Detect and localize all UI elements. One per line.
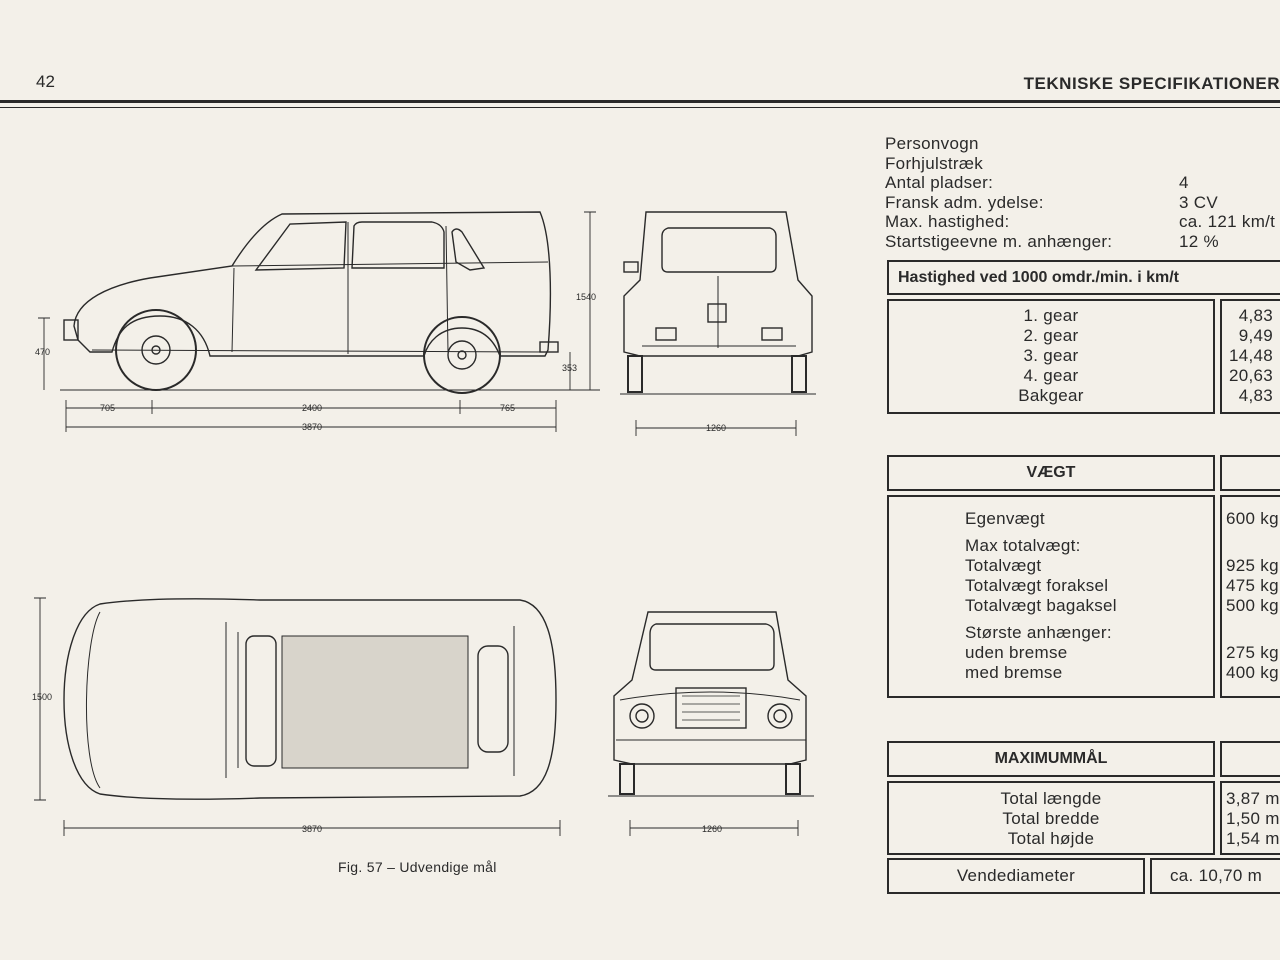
turning-value-box: ca. 10,70 m [1150, 858, 1280, 894]
dims-label: Total højde [1007, 829, 1095, 848]
spec-label: Fransk adm. ydelse: [885, 192, 1044, 212]
weight-label: uden bremse [965, 643, 1068, 662]
vehicle-drawings: 1540 470 353 705 2400 765 3870 1260 1500… [32, 211, 816, 836]
speed-value: 9,49 [1238, 326, 1273, 345]
spec-list: Personvogn Forhjulstræk Antal pladser:4 … [885, 134, 1275, 252]
weight-value: 500 kg [1226, 596, 1279, 615]
weight-value: 400 kg [1226, 663, 1279, 682]
weight-table-header: VÆGT [887, 455, 1215, 491]
front-view-drawing [608, 611, 814, 836]
dims-value: 1,50 m [1226, 809, 1280, 828]
dim-side-wheelbase: 2400 [302, 403, 322, 413]
turning-label: Vendediameter [956, 866, 1076, 885]
weight-label: Totalvægt bagaksel [965, 596, 1117, 615]
speed-table-gears: 1. gear 2. gear 3. gear 4. gear Bakgear [887, 299, 1215, 414]
weight-label: Største anhænger: [965, 623, 1112, 642]
dim-front-track: 1260 [702, 824, 722, 834]
dims-value: 3,87 m [1226, 789, 1280, 808]
spec-label: Antal pladser: [885, 173, 994, 192]
dim-top-length: 3870 [302, 824, 322, 834]
weight-label: Totalvægt [965, 556, 1042, 575]
spec-row: Max. hastighed: ca. 121 km/t [885, 212, 1275, 232]
weight-label: Totalvægt foraksel [965, 576, 1109, 595]
spec-row: Forhjulstræk [885, 154, 1112, 174]
speed-value: 4,83 [1238, 386, 1273, 405]
dims-label: Total længde [1000, 789, 1102, 808]
dim-side-length: 3870 [302, 422, 322, 432]
dim-side-rear-overhang: 765 [500, 403, 515, 413]
speed-table-values: 4,83 9,49 14,48 20,63 4,83 [1220, 299, 1280, 414]
spec-row: Startstigeevne m. anhænger: 12 % [885, 231, 1219, 252]
turning-label-box: Vendediameter [887, 858, 1145, 894]
spec-value: 3 CV [1179, 192, 1218, 212]
weight-table-labels: Egenvægt Max totalvægt: Totalvægt Totalv… [887, 495, 1215, 698]
dim-side-front-overhang: 705 [100, 403, 115, 413]
dims-table-labels: Total længde Total bredde Total højde [887, 781, 1215, 855]
side-view-drawing [38, 211, 600, 432]
speed-table-header: Hastighed ved 1000 omdr./min. i km/t [887, 260, 1280, 295]
figure-caption: Fig. 57 – Udvendige mål [338, 859, 497, 875]
dim-side-front-height: 470 [35, 347, 50, 357]
gear-label: 4. gear [1023, 366, 1079, 385]
spec-label: Forhjulstræk [885, 153, 984, 173]
spec-row: Antal pladser: 4 [885, 173, 1188, 193]
speed-value: 4,83 [1238, 306, 1273, 325]
page-number: 42 [36, 72, 55, 91]
dims-table-title: MAXIMUMMÅL [994, 750, 1108, 767]
rear-view-drawing [620, 211, 816, 436]
spec-label: Personvogn [885, 134, 979, 153]
gear-label: 2. gear [1023, 326, 1079, 345]
header-rule-thin [0, 107, 1280, 108]
dim-side-rear-ground: 353 [562, 363, 577, 373]
weight-value: 475 kg [1226, 576, 1279, 595]
spec-value: 12 % [1179, 231, 1219, 251]
speed-value: 14,48 [1228, 346, 1273, 365]
spec-label: Startstigeevne m. anhænger: [885, 231, 1113, 251]
spec-value: 4 [1179, 173, 1189, 192]
section-heading: TEKNISKE SPECIFIKATIONER [1023, 74, 1280, 93]
spec-label: Max. hastighed: [885, 212, 1010, 231]
weight-table-values: 600 kg 925 kg 475 kg 500 kg 275 kg 400 k… [1220, 495, 1280, 698]
dims-table-values: 3,87 m 1,50 m 1,54 m [1220, 781, 1280, 855]
weight-table-title: VÆGT [1026, 464, 1076, 481]
weight-value: 925 kg [1226, 556, 1279, 575]
dims-label: Total bredde [1002, 809, 1100, 828]
gear-label: 3. gear [1023, 346, 1079, 365]
gear-label: 1. gear [1023, 306, 1079, 325]
weight-label: med bremse [965, 663, 1063, 682]
weight-value: 275 kg [1226, 643, 1279, 662]
spec-row: Personvogn [885, 134, 1112, 154]
weight-table-header-right [1220, 455, 1280, 491]
weight-label: Egenvægt [965, 509, 1045, 528]
spec-row: Fransk adm. ydelse: 3 CV [885, 192, 1218, 213]
dims-value: 1,54 m [1226, 829, 1280, 848]
top-view-drawing [34, 597, 561, 836]
speed-value: 20,63 [1228, 366, 1273, 385]
gear-label: Bakgear [1018, 386, 1084, 405]
speed-table-title: Hastighed ved 1000 omdr./min. i km/t [898, 268, 1179, 286]
spec-value: ca. 121 km/t [1179, 212, 1276, 231]
dim-side-height: 1540 [576, 292, 596, 302]
header-rule [0, 100, 1280, 103]
weight-value: 600 kg [1226, 509, 1279, 528]
dim-top-width: 1500 [32, 692, 52, 702]
dims-table-header: MAXIMUMMÅL [887, 741, 1215, 777]
weight-label: Max totalvægt: [965, 536, 1081, 555]
dim-rear-track: 1260 [706, 423, 726, 433]
turning-value: ca. 10,70 m [1170, 866, 1263, 885]
dims-table-header-right [1220, 741, 1280, 777]
